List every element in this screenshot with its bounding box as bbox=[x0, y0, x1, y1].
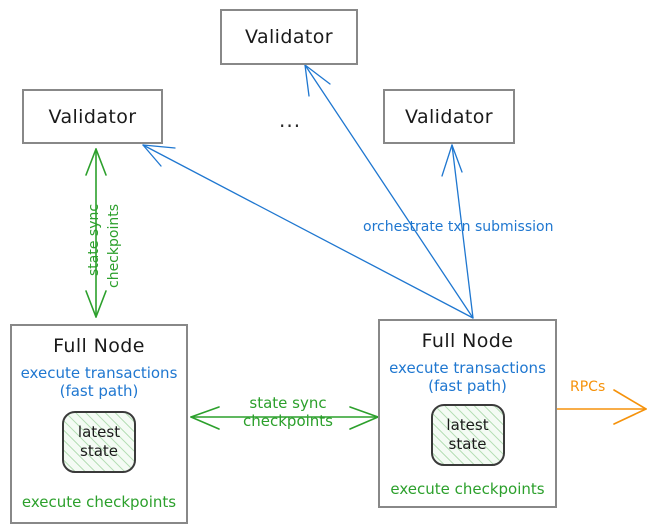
fullnode-right-title: Full Node bbox=[421, 330, 514, 352]
latest-state-right-line2: state bbox=[448, 434, 487, 453]
latest-state-left-line2: state bbox=[80, 441, 118, 460]
orchestrate-arrow-group bbox=[142, 64, 474, 319]
validator-right-label: Validator bbox=[405, 105, 493, 128]
state-sync-vertical-label-line1: state sync bbox=[86, 203, 102, 276]
fullnode-left-fastpath-line1: execute transactions bbox=[20, 364, 178, 382]
fullnode-box-right[interactable]: Full Node execute transactions (fast pat… bbox=[378, 319, 557, 508]
fullnode-left-fastpath-line2: (fast path) bbox=[59, 382, 139, 401]
validator-box-right[interactable]: Validator bbox=[383, 89, 515, 144]
state-sync-horizontal-arrow bbox=[190, 406, 379, 430]
state-sync-horizontal-label: state sync checkpoints bbox=[233, 394, 343, 430]
state-sync-horizontal-label-line1: state sync bbox=[249, 394, 327, 412]
latest-state-box-left[interactable]: latest state bbox=[62, 410, 136, 473]
rpcs-label: RPCs bbox=[570, 379, 606, 395]
validators-ellipsis: ... bbox=[279, 108, 302, 132]
state-sync-horizontal-label-line2: checkpoints bbox=[243, 412, 333, 430]
validator-top-label: Validator bbox=[245, 26, 333, 48]
fullnode-left-execute-checkpoints: execute checkpoints bbox=[21, 492, 177, 511]
validator-box-left[interactable]: Validator bbox=[22, 89, 163, 144]
fullnode-right-fastpath-line1: execute transactions bbox=[389, 359, 546, 377]
fullnode-right-fastpath: execute transactions (fast path) bbox=[389, 359, 546, 396]
latest-state-left-line1: latest bbox=[77, 422, 121, 441]
fullnode-right-execute-checkpoints: execute checkpoints bbox=[390, 479, 545, 498]
fullnode-left-fastpath: execute transactions (fast path) bbox=[21, 364, 178, 401]
orchestrate-label: orchestrate txn submission bbox=[363, 219, 554, 235]
latest-state-box-right[interactable]: latest state bbox=[430, 403, 505, 466]
validator-box-top[interactable]: Validator bbox=[220, 9, 358, 65]
fullnode-box-left[interactable]: Full Node execute transactions (fast pat… bbox=[10, 324, 188, 524]
state-sync-vertical-arrow bbox=[85, 148, 107, 318]
latest-state-right-line1: latest bbox=[446, 415, 489, 434]
fullnode-left-title: Full Node bbox=[53, 335, 145, 357]
fullnode-right-fastpath-line2: (fast path) bbox=[428, 377, 507, 396]
state-sync-vertical-label-line2: checkpoints bbox=[106, 204, 122, 288]
validator-left-label: Validator bbox=[48, 105, 137, 128]
rpcs-arrow bbox=[555, 389, 647, 425]
